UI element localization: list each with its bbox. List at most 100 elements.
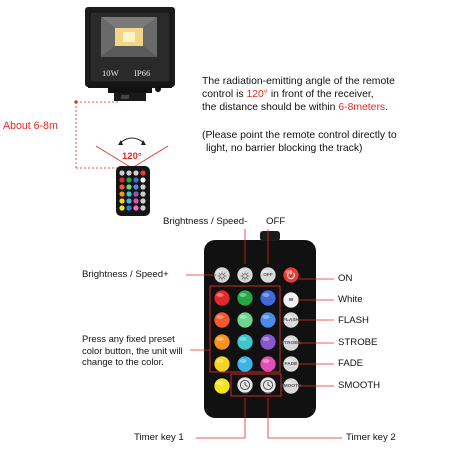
on-button[interactable]	[282, 266, 300, 284]
strobe-label: STROBE	[338, 337, 378, 348]
button-shine	[216, 381, 224, 385]
button-shine	[262, 337, 270, 341]
small-remote-dot	[133, 191, 139, 197]
color-button-r2-c2[interactable]	[236, 311, 254, 329]
instruction-note-line-2: light, no barrier blocking the track)	[206, 143, 363, 154]
small-remote-dot	[133, 170, 139, 176]
on-label: ON	[338, 273, 353, 284]
small-remote-dot	[126, 184, 132, 190]
small-remote-dot	[126, 191, 132, 197]
small-remote-dot	[119, 205, 125, 211]
small-remote-dot	[119, 198, 125, 204]
color-button-r4-c2[interactable]	[236, 355, 254, 373]
button-shine	[285, 270, 293, 274]
flash-button-text: FLASH	[283, 317, 299, 323]
small-remote-dot	[140, 184, 146, 190]
smooth-button-text: SMOOTH	[280, 383, 302, 389]
preset-color-note: Press any fixed preset color button, the…	[82, 333, 183, 367]
color-button-r3-c2[interactable]	[236, 333, 254, 351]
button-shine	[239, 337, 247, 341]
small-remote-dot	[126, 205, 132, 211]
off-label: OFF	[266, 216, 286, 227]
sun-down-icon	[240, 271, 250, 281]
brightness-down-button[interactable]	[236, 266, 254, 284]
callout-lines	[186, 229, 342, 439]
off-button-text: OFF	[263, 272, 273, 278]
small-remote-dot	[119, 184, 125, 190]
button-shine	[239, 293, 247, 297]
button-shine	[285, 295, 293, 299]
button-shine	[285, 315, 293, 319]
instruction-note-line-1: (Please point the remote control directl…	[202, 130, 397, 141]
button-shine	[239, 315, 247, 319]
angle-label: 120°	[122, 151, 142, 162]
fade-button-text: FADE	[284, 361, 298, 367]
small-remote-dot	[140, 170, 146, 176]
button-shine	[216, 337, 224, 341]
small-remote-dot	[133, 184, 139, 190]
button-shine	[262, 359, 270, 363]
angle-indicator	[95, 137, 169, 169]
button-shine	[216, 315, 224, 319]
button-shine	[285, 359, 293, 363]
timer-key-1-label: Timer key 1	[134, 432, 184, 443]
color-button-r1-c3[interactable]	[259, 289, 277, 307]
white-label: White	[338, 294, 363, 305]
color-button-r3-c1[interactable]	[213, 333, 231, 351]
color-button-r4-c3[interactable]	[259, 355, 277, 373]
button-shine	[285, 381, 293, 385]
power-icon	[287, 270, 295, 280]
color-button-r4-c1[interactable]	[213, 355, 231, 373]
small-remote-dot	[140, 191, 146, 197]
button-shine	[285, 338, 293, 342]
small-remote-dot	[140, 198, 146, 204]
button-shine	[262, 270, 270, 274]
small-remote-dot	[119, 177, 125, 183]
small-remote-dot	[119, 191, 125, 197]
smooth-label: SMOOTH	[338, 380, 381, 391]
small-remote-dot	[126, 170, 132, 176]
small-remote-buttons	[119, 170, 146, 211]
button-shine	[239, 359, 247, 363]
instruction-line-1: The radiation-emitting angle of the remo…	[202, 76, 395, 87]
small-remote-dot	[133, 177, 139, 183]
floodlight	[85, 7, 175, 101]
off-button[interactable]	[259, 266, 277, 284]
timer-key-2-label: Timer key 2	[346, 432, 396, 443]
fade-label: FADE	[338, 358, 364, 369]
button-shine	[216, 293, 224, 297]
floodlight-rating-label: IP66	[134, 68, 151, 78]
small-remote-dot	[126, 177, 132, 183]
distance-label: About 6-8m	[3, 120, 58, 132]
color-button-r3-c3[interactable]	[259, 333, 277, 351]
instruction-line-3: the distance should be within 6-8meters.	[202, 102, 388, 113]
highlight-boxes	[209, 285, 282, 397]
flash-label: FLASH	[338, 315, 369, 326]
small-remote-dot	[133, 198, 139, 204]
color-button-r2-c3[interactable]	[259, 311, 277, 329]
button-shine	[262, 315, 270, 319]
button-shine	[239, 270, 247, 274]
color-button-r1-c1[interactable]	[213, 289, 231, 307]
brightness-down-label: Brightness / Speed-	[163, 216, 248, 227]
clock-icon	[239, 379, 251, 391]
floodlight-power-label: 10W	[102, 68, 119, 78]
small-remote-dot	[140, 177, 146, 183]
small-remote-dot	[119, 170, 125, 176]
white-button-text: W	[288, 297, 294, 303]
button-shine	[216, 270, 224, 274]
small-remote-dot	[133, 205, 139, 211]
brightness-up-label: Brightness / Speed+	[82, 269, 169, 280]
instruction-line-2: control is 120° in front of the receiver…	[202, 89, 374, 100]
distance-callout	[74, 100, 118, 169]
small-remote-dot	[140, 205, 146, 211]
remote-control	[204, 231, 316, 418]
color-button-r5-c1[interactable]	[213, 377, 231, 395]
color-button-r2-c1[interactable]	[213, 311, 231, 329]
color-button-r1-c2[interactable]	[236, 289, 254, 307]
strobe-button-text: STROBE	[281, 340, 301, 346]
sun-up-icon	[217, 271, 227, 281]
button-shine	[216, 359, 224, 363]
remote-buttons	[213, 266, 300, 395]
